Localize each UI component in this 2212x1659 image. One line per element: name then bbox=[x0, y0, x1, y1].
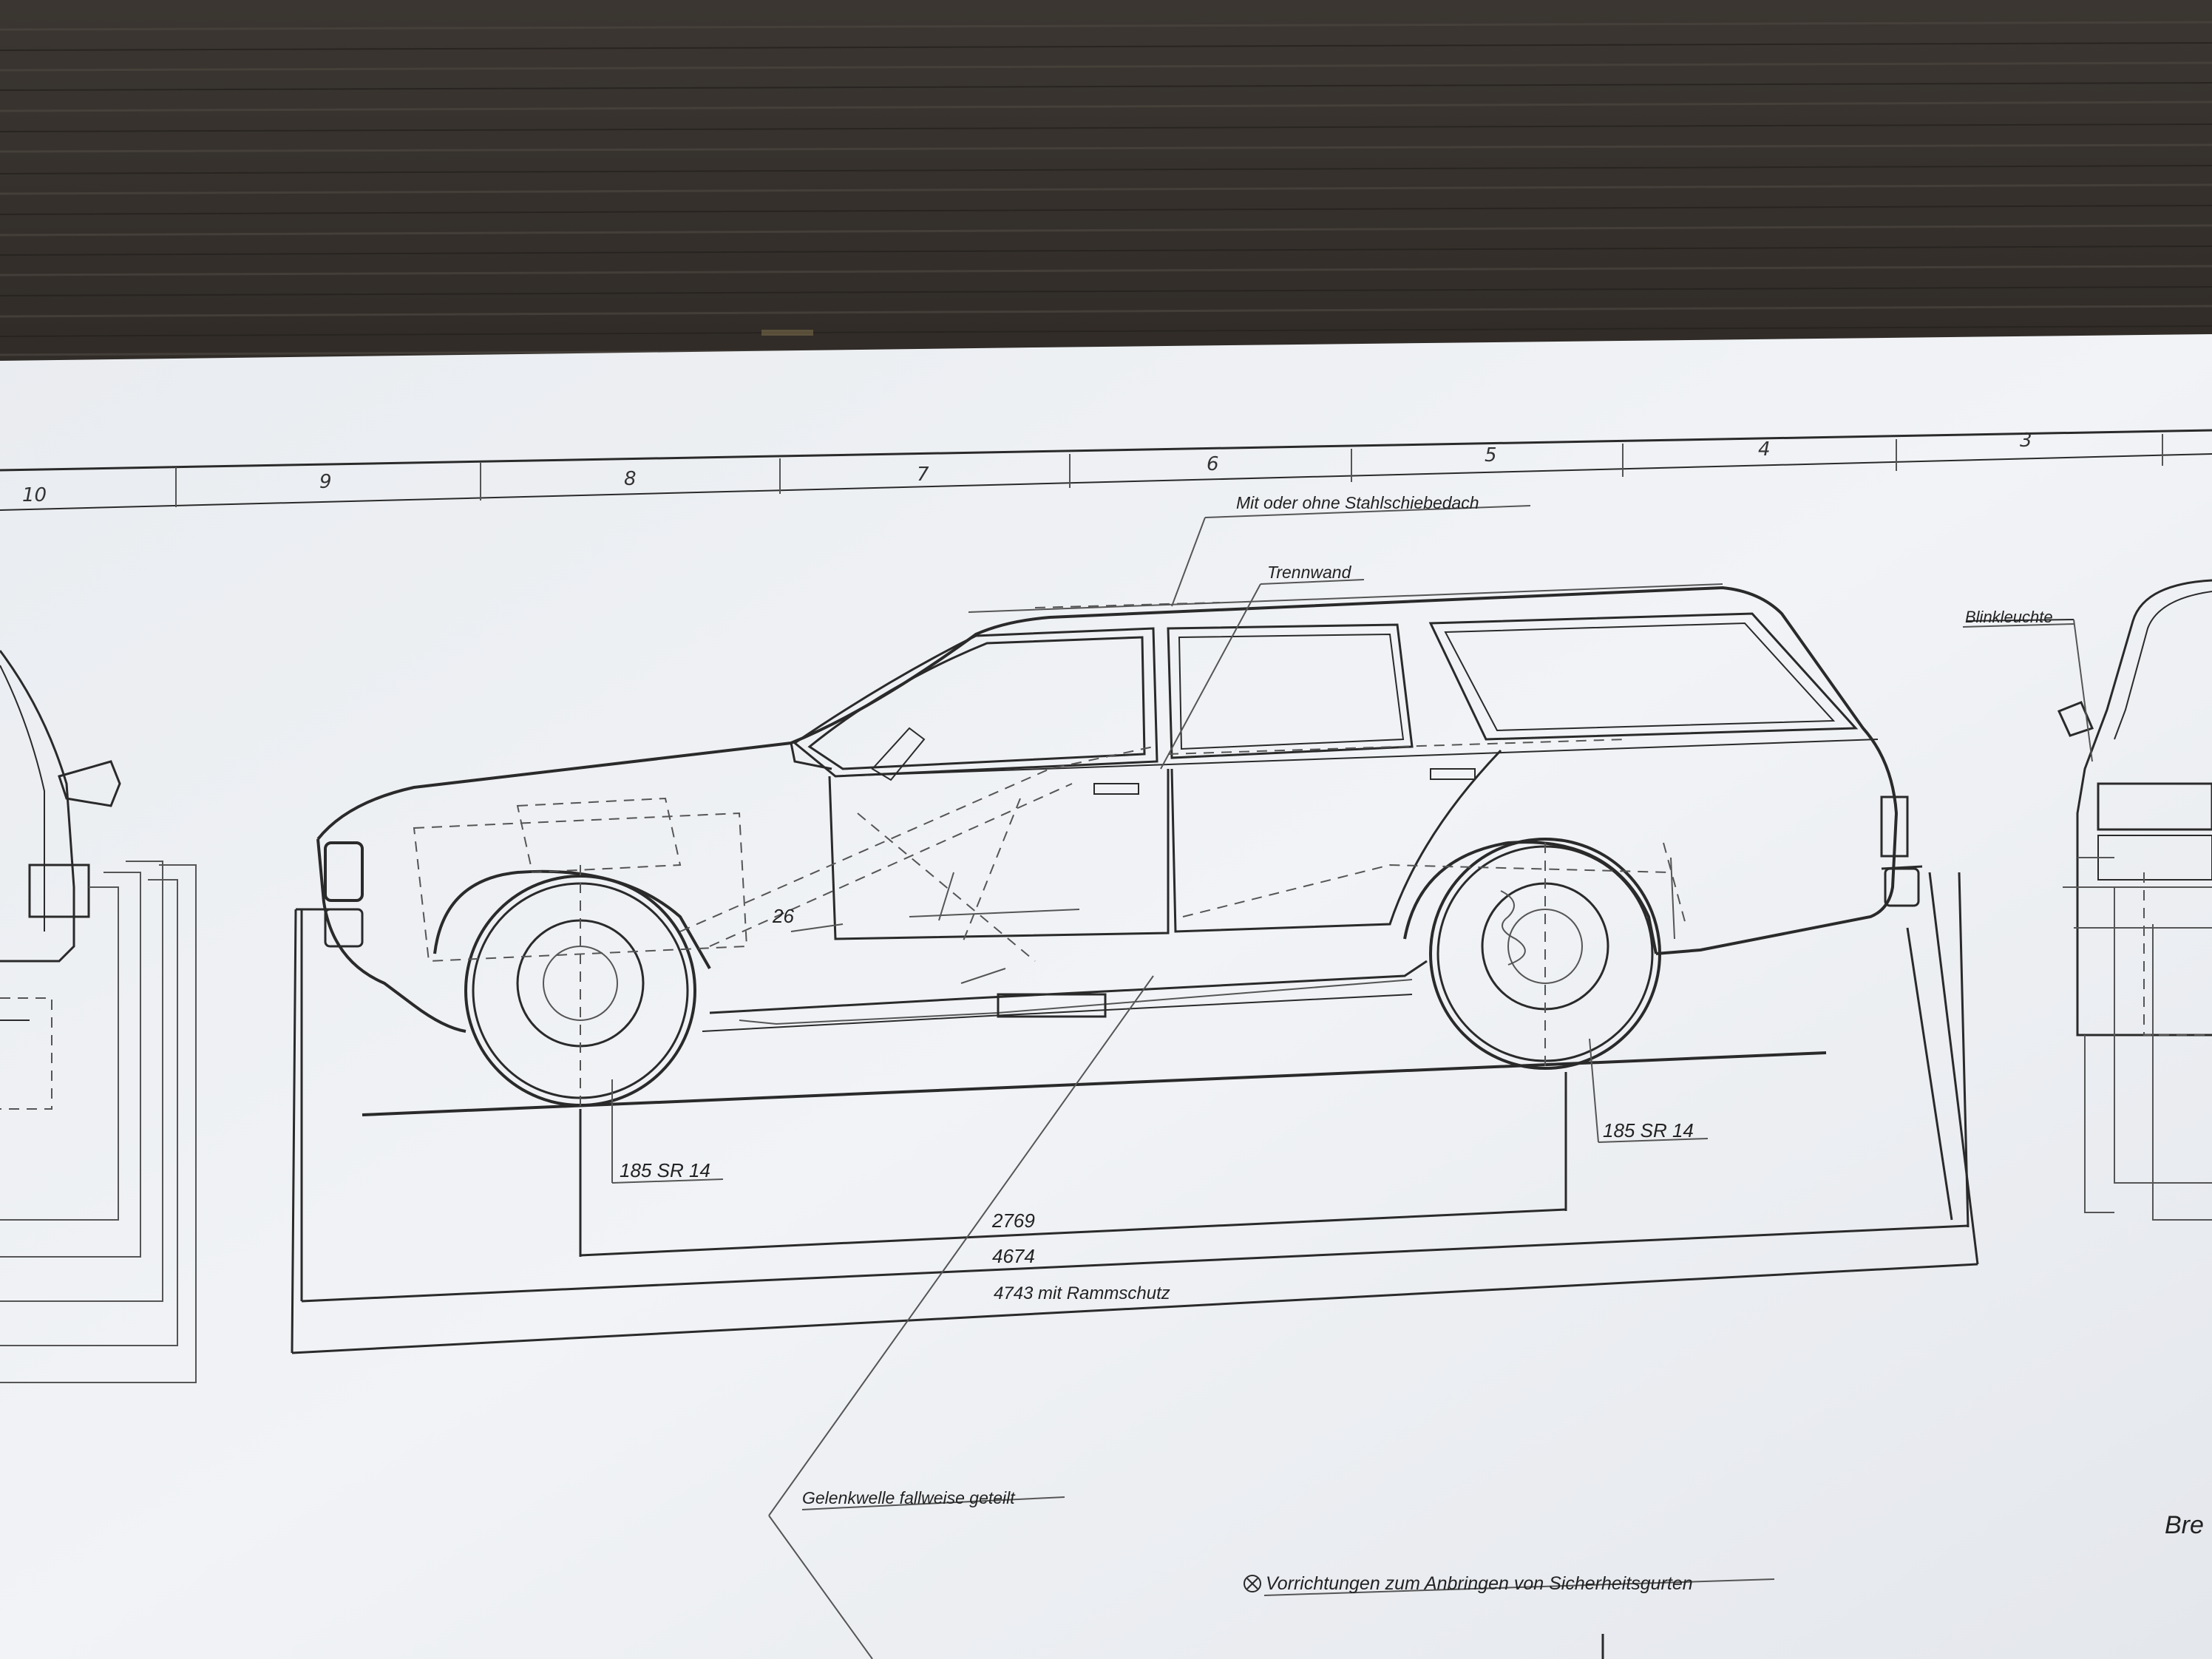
front-wheel bbox=[464, 865, 696, 1109]
rear-view-drawing-left bbox=[0, 650, 197, 1383]
label-tire-rear: 185 SR 14 bbox=[1603, 1119, 1694, 1141]
zone-number-3: 3 bbox=[2020, 430, 2032, 452]
label-26: 26 bbox=[772, 905, 794, 927]
front-view-drawing-right bbox=[1966, 579, 2212, 1221]
zone-number-10: 10 bbox=[22, 484, 47, 506]
zone-number-5: 5 bbox=[1485, 444, 1497, 467]
leader-lines bbox=[611, 505, 2074, 1659]
label-tire-front: 185 SR 14 bbox=[620, 1159, 710, 1181]
zone-number-6: 6 bbox=[1207, 453, 1219, 475]
dimension-length-bumper: 4743 mit Rammschutz bbox=[994, 1283, 1170, 1303]
car-side-view bbox=[296, 583, 1923, 1116]
internal-components bbox=[413, 739, 1686, 1025]
dimension-lines bbox=[291, 872, 1979, 1354]
zone-number-4: 4 bbox=[1758, 438, 1771, 461]
zone-number-9: 9 bbox=[319, 471, 332, 493]
zone-band: 10 9 8 7 6 5 4 3 bbox=[0, 429, 2212, 511]
zone-number-7: 7 bbox=[917, 464, 929, 486]
label-right-edge-fragment: Bre bbox=[2165, 1511, 2204, 1539]
dimension-length: 4674 bbox=[992, 1245, 1035, 1267]
label-sunroof: Mit oder ohne Stahlschiebedach bbox=[1236, 493, 1479, 512]
zone-number-8: 8 bbox=[624, 468, 637, 490]
rear-wheel bbox=[1429, 838, 1661, 1072]
label-driveshaft: Gelenkwelle fallweise geteilt bbox=[802, 1488, 1016, 1507]
dimension-wheelbase: 2769 bbox=[991, 1210, 1035, 1232]
label-partition: Trennwand bbox=[1267, 563, 1352, 582]
label-indicator: Blinkleuchte bbox=[1965, 608, 2053, 626]
label-seatbelts: Vorrichtungen zum Anbringen von Sicherhe… bbox=[1266, 1573, 1693, 1594]
